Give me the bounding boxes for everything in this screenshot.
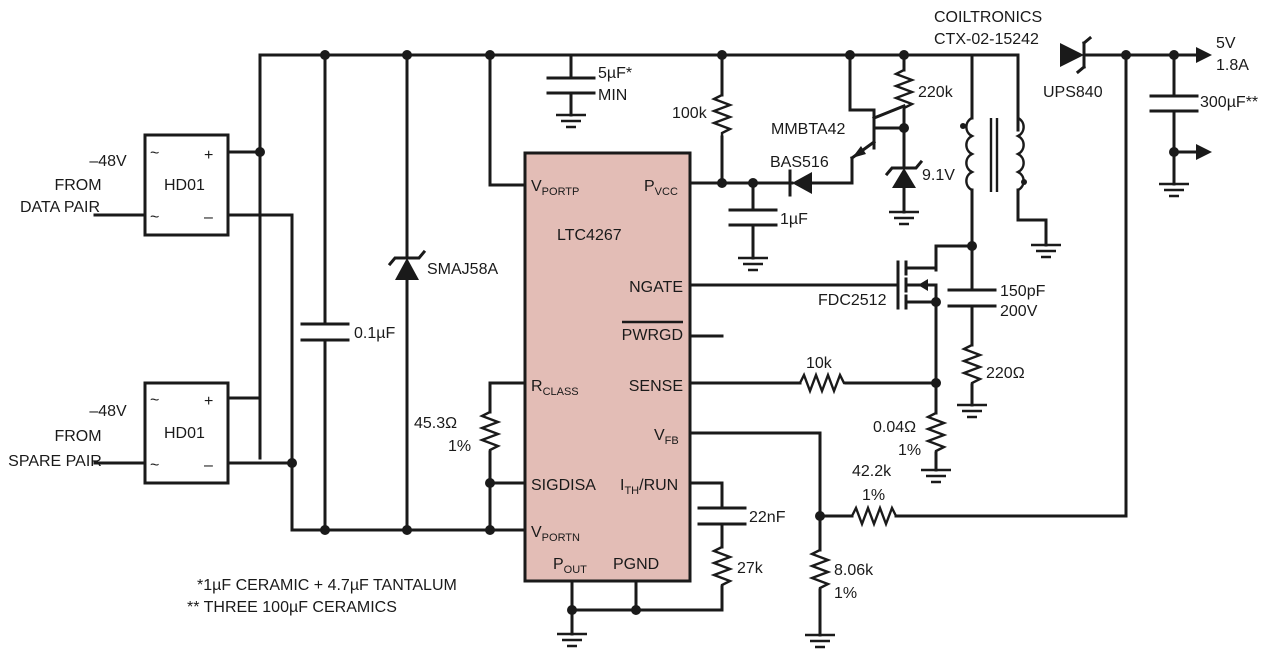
bridge-label: HD01 bbox=[164, 177, 205, 194]
svg-text:8.06k: 8.06k bbox=[834, 562, 874, 579]
tvs-diode: SMAJ58A bbox=[387, 53, 498, 532]
svg-text:1%: 1% bbox=[898, 442, 921, 459]
pin-pvcc: PVCC bbox=[644, 178, 678, 198]
pin-pwrgd: PWRGD bbox=[622, 327, 683, 344]
svg-text:1%: 1% bbox=[862, 487, 885, 504]
svg-text:1%: 1% bbox=[834, 585, 857, 602]
svg-text:–48V: –48V bbox=[89, 403, 127, 420]
svg-text:FROM: FROM bbox=[54, 177, 101, 194]
svg-text:COILTRONICS: COILTRONICS bbox=[934, 9, 1042, 26]
svg-text:** THREE 100µF CERAMICS: ** THREE 100µF CERAMICS bbox=[187, 599, 397, 616]
svg-text:*1µF CERAMIC + 4.7µF TANTALUM: *1µF CERAMIC + 4.7µF TANTALUM bbox=[197, 577, 457, 594]
svg-text:42.2k: 42.2k bbox=[852, 463, 892, 480]
svg-text:UPS840: UPS840 bbox=[1043, 84, 1103, 101]
svg-text:300µF**: 300µF** bbox=[1200, 94, 1258, 111]
ac-symbol: ~ bbox=[150, 145, 159, 162]
pin-ngate: NGATE bbox=[629, 279, 683, 296]
pin-vfb: VFB bbox=[654, 427, 679, 447]
pin-sense: SENSE bbox=[629, 378, 683, 395]
svg-text:5µF*: 5µF* bbox=[598, 65, 632, 82]
pin-pgnd: PGND bbox=[613, 556, 659, 573]
minus-terminal: – bbox=[204, 209, 213, 226]
svg-text:22nF: 22nF bbox=[749, 509, 786, 526]
ac-symbol: ~ bbox=[150, 209, 159, 226]
svg-text:200V: 200V bbox=[1000, 303, 1038, 320]
ic-name: LTC4267 bbox=[557, 227, 622, 244]
svg-text:5V: 5V bbox=[1216, 35, 1236, 52]
base-resistor-zener: 220k 9.1V bbox=[884, 53, 955, 226]
svg-text:DATA PAIR: DATA PAIR bbox=[20, 199, 100, 216]
plus-terminal: + bbox=[204, 393, 213, 410]
pvcc-network: 100k 1µF BAS516 bbox=[672, 53, 854, 272]
bridge-spare-pair: ~ ~ + – HD01 bbox=[93, 381, 230, 485]
bridge-data-pair: ~ ~ + – HD01 bbox=[93, 133, 230, 237]
svg-text:MIN: MIN bbox=[598, 87, 627, 104]
snubber: 150pF 200V 220Ω bbox=[934, 244, 1046, 419]
sense-network: 10k 0.04Ω 1% bbox=[688, 355, 951, 484]
svg-text:27k: 27k bbox=[737, 560, 764, 577]
pin-vportn: VPORTN bbox=[531, 524, 580, 544]
minus-terminal: – bbox=[204, 457, 213, 474]
transformer: COILTRONICS CTX-02-15242 bbox=[934, 9, 1061, 259]
svg-text:MMBTA42: MMBTA42 bbox=[771, 121, 845, 138]
svg-text:SPARE PAIR: SPARE PAIR bbox=[8, 453, 102, 470]
bridge-label: HD01 bbox=[164, 425, 205, 442]
junctions bbox=[255, 50, 1179, 615]
svg-text:45.3Ω: 45.3Ω bbox=[414, 415, 457, 432]
svg-text:CTX-02-15242: CTX-02-15242 bbox=[934, 31, 1039, 48]
output-stage: UPS840 5V 1.8A 300µF** bbox=[1043, 35, 1258, 198]
svg-text:10k: 10k bbox=[806, 355, 833, 372]
svg-text:1.8A: 1.8A bbox=[1216, 57, 1249, 74]
svg-text:220k: 220k bbox=[918, 84, 954, 101]
svg-text:0.04Ω: 0.04Ω bbox=[873, 419, 916, 436]
rclass-network: 45.3Ω 1% bbox=[414, 381, 527, 532]
svg-text:FROM: FROM bbox=[54, 428, 101, 445]
svg-text:BAS516: BAS516 bbox=[770, 154, 829, 171]
plus-terminal: + bbox=[204, 147, 213, 164]
pin-sigdisa: SIGDISA bbox=[531, 477, 596, 494]
ac-symbol: ~ bbox=[150, 392, 159, 409]
svg-text:9.1V: 9.1V bbox=[922, 167, 955, 184]
svg-text:100k: 100k bbox=[672, 105, 708, 122]
fdc2512-mosfet: FDC2512 bbox=[688, 260, 938, 385]
pin-vportp: VPORTP bbox=[531, 178, 579, 198]
input-data-label: –48V FROM DATA PAIR bbox=[20, 153, 127, 216]
svg-text:1µF: 1µF bbox=[780, 211, 808, 228]
footnotes: *1µF CERAMIC + 4.7µF TANTALUM ** THREE 1… bbox=[187, 577, 457, 616]
pin-rclass: RCLASS bbox=[531, 378, 579, 398]
pin-pout: POUT bbox=[553, 556, 587, 576]
ac-symbol: ~ bbox=[150, 457, 159, 474]
input-spare-label: –48V FROM SPARE PAIR bbox=[8, 403, 127, 470]
input-capacitor: 0.1µF bbox=[300, 53, 395, 532]
svg-text:0.1µF: 0.1µF bbox=[354, 325, 395, 342]
svg-text:SMAJ58A: SMAJ58A bbox=[427, 261, 498, 278]
ltc4267-ic: LTC4267 VPORTP PVCC NGATE PWRGD RCLASS S… bbox=[523, 151, 692, 583]
vcc-capacitor: 5µF* MIN bbox=[546, 53, 632, 129]
pin-ithrun: ITH/RUN bbox=[620, 477, 678, 497]
svg-text:220Ω: 220Ω bbox=[986, 365, 1025, 382]
svg-text:1%: 1% bbox=[448, 438, 471, 455]
vportp-wire bbox=[488, 53, 527, 187]
svg-text:–48V: –48V bbox=[89, 153, 127, 170]
feedback-network: 42.2k 1% 8.06k 1% bbox=[688, 53, 1128, 649]
svg-text:FDC2512: FDC2512 bbox=[818, 292, 887, 309]
svg-text:150pF: 150pF bbox=[1000, 283, 1046, 300]
mmbta42-transistor: MMBTA42 bbox=[771, 53, 906, 161]
